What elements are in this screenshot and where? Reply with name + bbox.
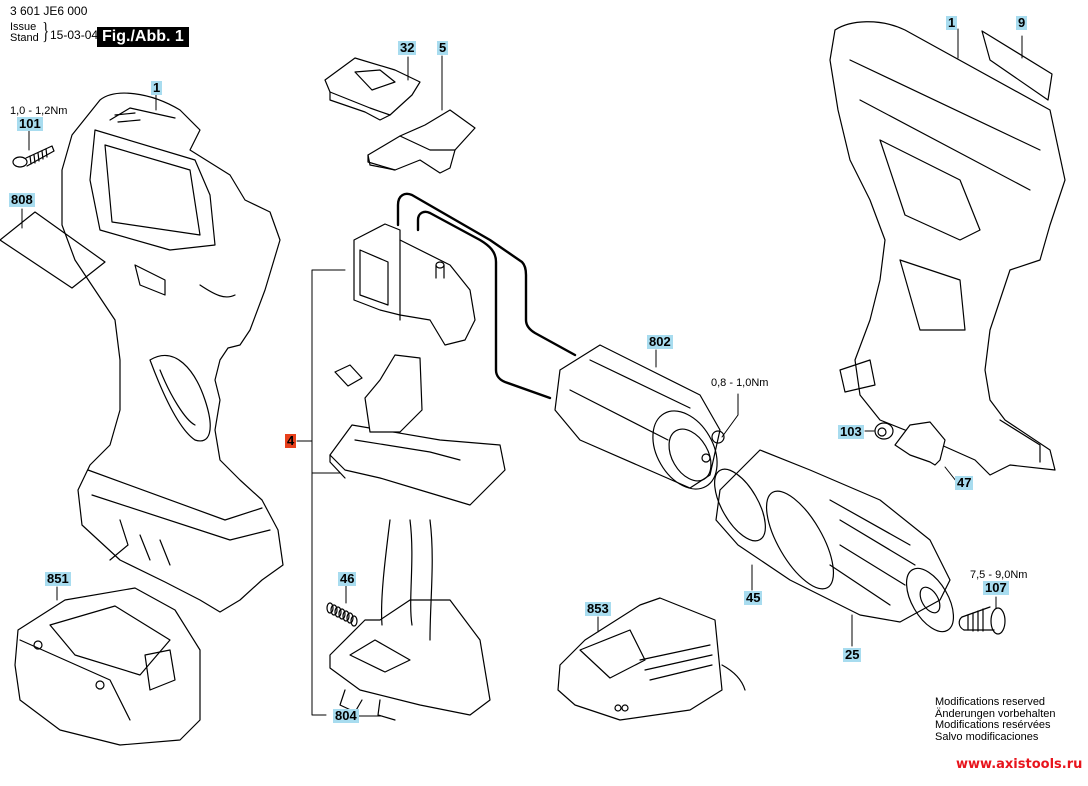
issue-date: 15-03-04: [50, 28, 99, 42]
cover-47-drawing[interactable]: [894, 421, 946, 466]
label-45[interactable]: 45: [744, 590, 763, 605]
battery-851-drawing[interactable]: [14, 587, 201, 746]
figure-label: Fig./Abb. 1: [97, 27, 189, 47]
nameplate-808-drawing[interactable]: [0, 211, 106, 289]
label-802[interactable]: 802: [647, 334, 673, 349]
note-en: Modifications reserved: [935, 696, 1046, 708]
screw-101-drawing[interactable]: [12, 145, 55, 168]
assembly-4-bracket: [311, 269, 346, 716]
motor-wire-2-drawing: [416, 210, 552, 400]
brace: }: [42, 19, 50, 45]
label-plate-9-drawing[interactable]: [981, 30, 1053, 101]
selector-switch-32-drawing[interactable]: [324, 57, 421, 121]
torque-101: 1,0 - 1,2Nm: [10, 105, 68, 117]
nut-103-drawing[interactable]: [874, 422, 894, 440]
switch-module-drawing[interactable]: [353, 223, 476, 346]
issue-label: Issue Stand: [10, 22, 39, 44]
housing-right-drawing[interactable]: [829, 21, 1066, 476]
motor-wire-1-drawing: [396, 192, 577, 357]
contact-plate-804-drawing[interactable]: [329, 519, 491, 721]
issue-label-de: Stand: [10, 32, 39, 44]
slide-5-drawing[interactable]: [367, 109, 476, 174]
screw-107-drawing[interactable]: [958, 606, 1006, 635]
label-9[interactable]: 9: [1016, 15, 1028, 30]
issue-label-en: Issue: [10, 21, 37, 33]
label-4[interactable]: 4: [285, 433, 297, 448]
charger-853-drawing[interactable]: [557, 597, 746, 721]
label-1-right[interactable]: 1: [946, 15, 958, 30]
housing-left-drawing[interactable]: [61, 92, 284, 613]
label-103[interactable]: 103: [838, 424, 864, 439]
torque-107: 7,5 - 9,0Nm: [970, 569, 1028, 581]
note-de: Änderungen vorbehalten: [935, 707, 1056, 720]
label-851[interactable]: 851: [45, 571, 71, 586]
label-47[interactable]: 47: [955, 475, 974, 490]
label-808[interactable]: 808: [9, 192, 35, 207]
note-fr: Modifications resérvées: [935, 719, 1051, 731]
label-5[interactable]: 5: [437, 40, 449, 55]
label-32[interactable]: 32: [398, 40, 417, 55]
part-number: 3 601 JE6 000: [10, 4, 88, 18]
label-804[interactable]: 804: [333, 708, 359, 723]
label-46[interactable]: 46: [338, 571, 357, 586]
gearbox-chuck-drawing[interactable]: [704, 449, 963, 639]
torque-802: 0,8 - 1,0Nm: [711, 377, 769, 389]
spring-46-drawing[interactable]: [326, 602, 358, 627]
label-101[interactable]: 101: [17, 116, 43, 131]
switch-base-drawing[interactable]: [329, 354, 506, 506]
modifications-notes: Modifications reserved Änderungen vorbeh…: [935, 696, 1056, 743]
label-107[interactable]: 107: [983, 580, 1009, 595]
label-25[interactable]: 25: [843, 647, 862, 662]
motor-802-drawing[interactable]: [554, 344, 730, 500]
footer-url[interactable]: www.axistools.ru: [956, 757, 1083, 772]
note-es: Salvo modificaciones: [935, 730, 1039, 743]
label-1-left[interactable]: 1: [151, 80, 163, 95]
label-853[interactable]: 853: [585, 601, 611, 616]
